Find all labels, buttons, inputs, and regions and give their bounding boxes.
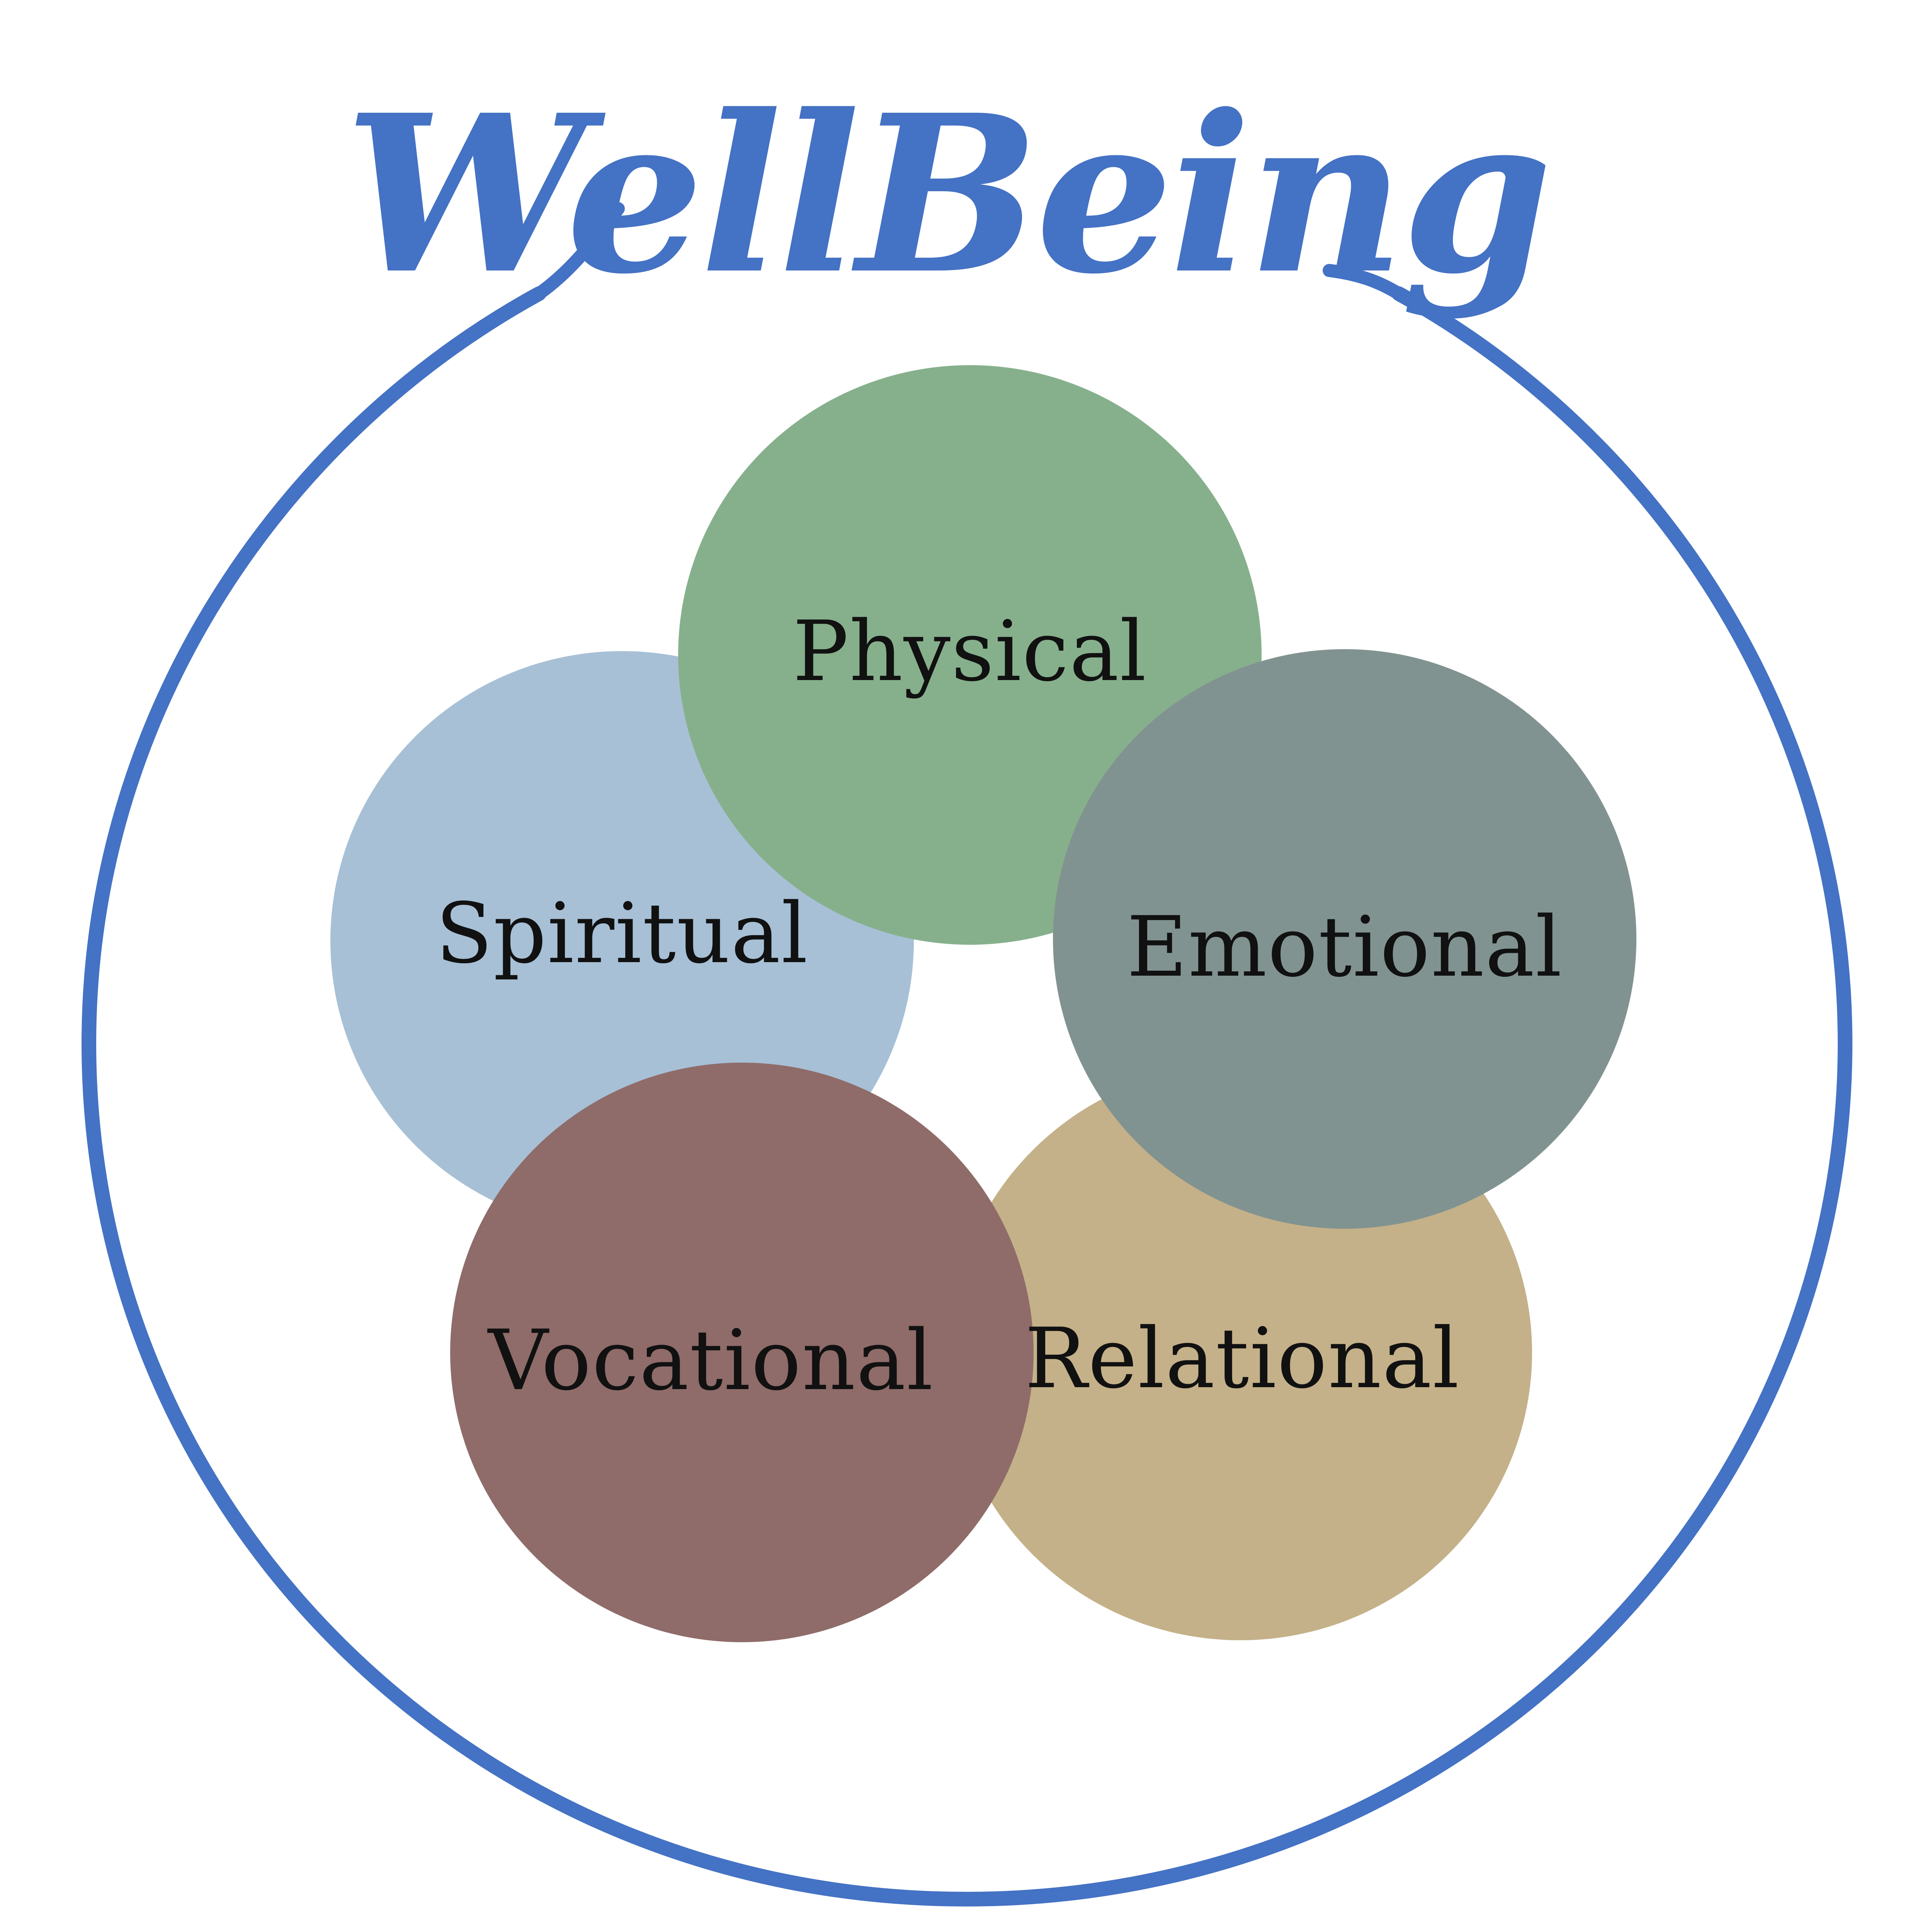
- title-flourish-left: [532, 202, 625, 300]
- circle-emotional: [1053, 649, 1636, 1229]
- label-relational: Relational: [1025, 1310, 1460, 1407]
- outer-ring: [81, 286, 1853, 1907]
- label-emotional: Emotional: [1127, 898, 1563, 995]
- circle-vocational: [450, 1063, 1034, 1642]
- label-spiritual: Spiritual: [435, 885, 808, 982]
- label-vocational: Vocational: [487, 1312, 934, 1409]
- label-physical: Physical: [793, 603, 1147, 700]
- title-flourish-right: [1323, 264, 1405, 300]
- diagram-title: WellBeing: [345, 68, 1549, 322]
